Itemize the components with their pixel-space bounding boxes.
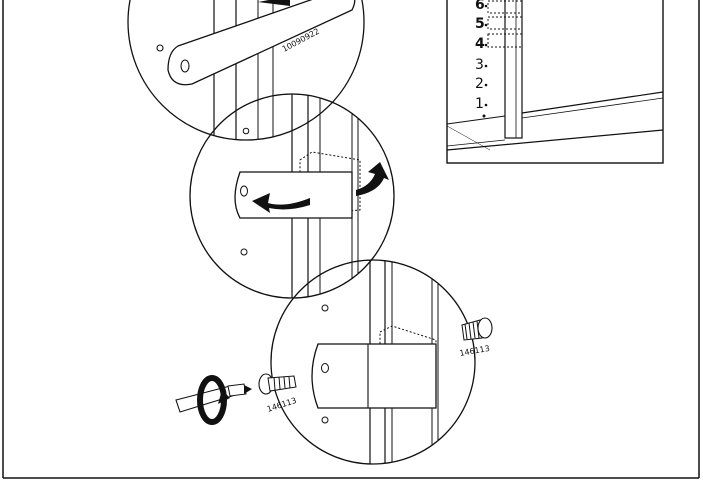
shelf-position-4: 4 [475,36,485,52]
bend-arrow-icon [252,162,389,213]
shelf-position-5: 5 [475,16,485,32]
shelf-position-2: 2 [475,76,484,92]
screw-icon [461,317,493,341]
shelf-position-3: 3 [475,57,484,73]
part-number-screw-left: 146113 [266,396,298,414]
step-circle-2 [189,93,395,299]
rotate-arrow-icon [197,375,230,425]
step-circle-3 [270,259,476,465]
shelf-position-inset: 6 5 4 3 2 1 [446,0,664,164]
step-circle-1: 10090922 [127,0,365,141]
shelf-position-6: 6 [475,0,485,13]
shelf-position-1: 1 [475,96,484,112]
screwdriver-icon [175,383,252,413]
screw-icon-left [258,373,297,395]
page-frame [2,0,700,479]
